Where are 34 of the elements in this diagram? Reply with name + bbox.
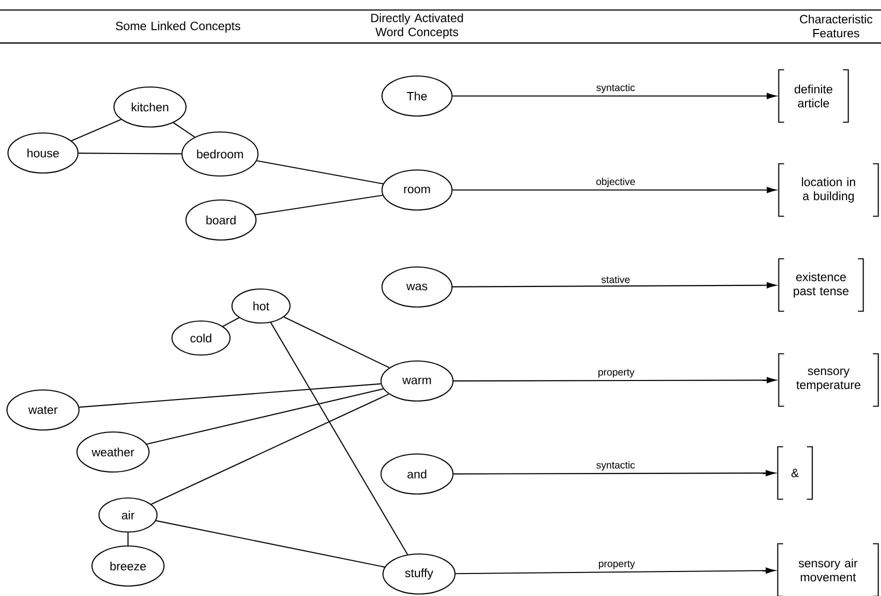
link-line [284, 316, 390, 368]
column-heading: Some Linked Concepts [116, 21, 240, 33]
edge-label: property [596, 559, 636, 570]
bracketed-feature: sensory air movement [777, 543, 879, 596]
link-line [222, 317, 240, 327]
link-line [127, 532, 129, 546]
column-heading: Directly Activated Word Concepts [371, 13, 463, 39]
link-line [79, 383, 381, 408]
arrow [452, 92, 776, 100]
link-line [256, 160, 384, 184]
link-line [255, 194, 383, 216]
link-line [71, 119, 122, 142]
bracketed-feature: sensory temperature [778, 353, 879, 407]
edge-label: syntactic [594, 82, 636, 94]
bracketed-feature: existence past tense [778, 258, 864, 312]
edge-label: objective [594, 176, 637, 188]
arrow [456, 568, 776, 574]
link-line [156, 520, 385, 568]
link-line [78, 152, 182, 154]
bracketed-feature: location in a building [778, 163, 879, 217]
arrow [454, 377, 776, 384]
arrow [452, 186, 776, 194]
link-line [146, 388, 384, 445]
bracketed-feature: definite article [778, 69, 849, 123]
arrow [454, 470, 776, 476]
link-line [270, 322, 408, 555]
edge-label: stative [600, 274, 632, 284]
edge-label: syntactic [594, 460, 636, 472]
link-line [173, 122, 195, 138]
link-line [151, 394, 390, 505]
bracketed-feature: & [777, 446, 813, 500]
edge-label: property [596, 368, 636, 379]
column-heading: Characteristic Features [800, 14, 872, 38]
arrow [452, 282, 776, 288]
